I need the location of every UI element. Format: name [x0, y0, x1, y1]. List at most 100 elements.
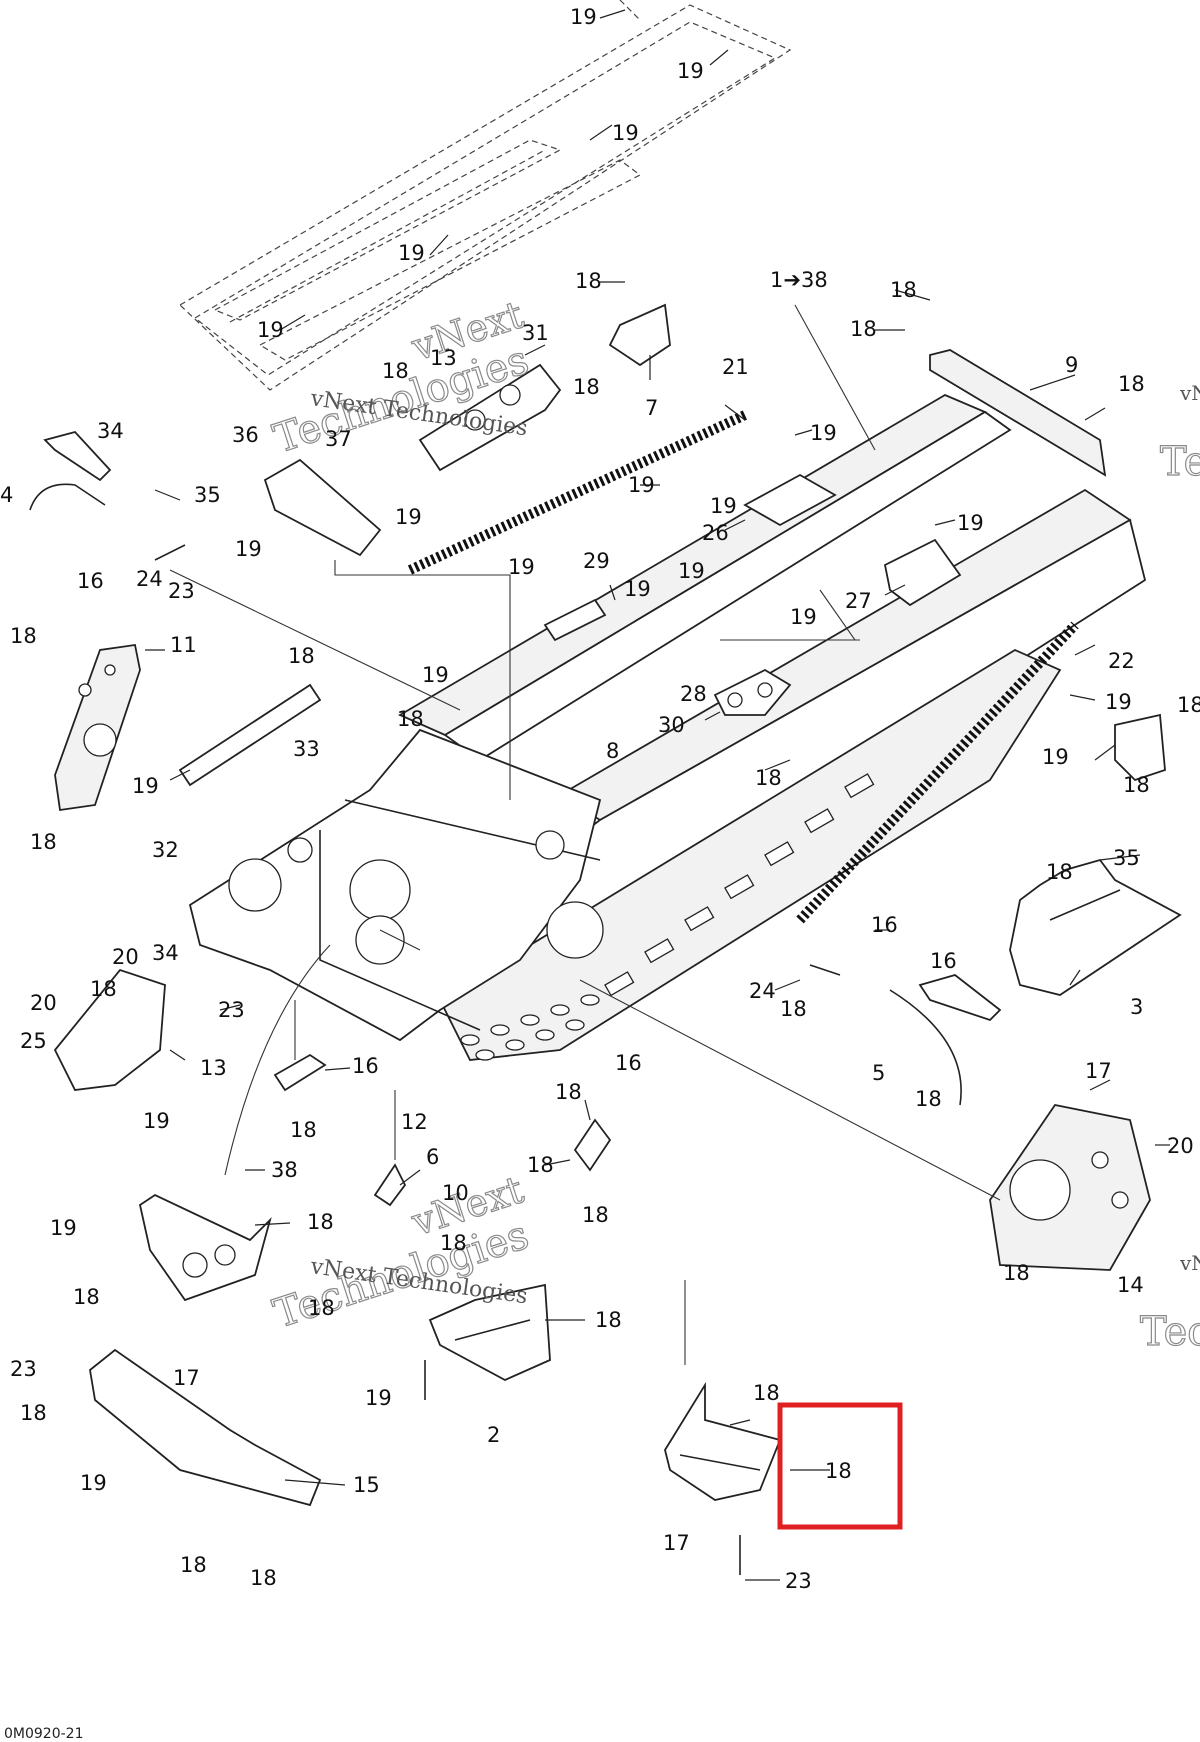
top-cover-panel: [179, 0, 792, 391]
part-27: [883, 538, 962, 607]
callout-label: 5: [872, 1061, 885, 1085]
part-31: [418, 363, 562, 472]
callout-label: 19: [710, 494, 737, 518]
callout-label: 35: [194, 483, 221, 507]
rail-slide-21: [407, 410, 748, 575]
callout-label: 33: [293, 737, 320, 761]
callout-arrow-label: 1➔38: [770, 268, 828, 292]
callout-label: 19: [235, 537, 262, 561]
callout-label: 18: [307, 1210, 334, 1234]
callout-label: 17: [663, 1531, 690, 1555]
callout-label: 18: [582, 1203, 609, 1227]
part-33: [178, 683, 322, 787]
part-2: [89, 1348, 322, 1507]
callout-label: 18: [850, 317, 877, 341]
callout-label: 8: [606, 739, 619, 763]
part-3: [53, 968, 166, 1091]
callout-label: 19: [810, 421, 837, 445]
callout-label: 18: [440, 1231, 467, 1255]
callout-label: 18: [10, 624, 37, 648]
part-36: [263, 458, 382, 557]
callout-label: 18: [90, 977, 117, 1001]
callout-label: 25: [20, 1029, 47, 1053]
callout-label: 18: [753, 1381, 780, 1405]
callout-label: 23: [218, 998, 245, 1022]
callout-label: 2: [487, 1423, 500, 1447]
part-34-right: [918, 974, 1002, 1022]
part-34-left: [43, 430, 112, 482]
callout-label: 31: [522, 321, 549, 345]
main-tunnel-frame: [188, 393, 1147, 1061]
callout-label: 18: [890, 278, 917, 302]
callout-label: 18: [1118, 372, 1145, 396]
callout-label: 18: [915, 1087, 942, 1111]
part-29: [543, 598, 607, 642]
callout-label: 19: [612, 121, 639, 145]
callout-label: 10: [442, 1181, 469, 1205]
callout-label: 27: [845, 589, 872, 613]
part-26: [743, 473, 837, 527]
part-9: [929, 349, 1107, 477]
callout-label: 19: [257, 318, 284, 342]
callout-label: 18: [555, 1080, 582, 1104]
callout-label: 19: [50, 1216, 77, 1240]
part-12: [989, 1104, 1151, 1271]
callout-label: 35: [1113, 846, 1140, 870]
callout-label: 20: [112, 945, 139, 969]
part-5: [889, 989, 962, 1106]
part-14: [428, 1283, 551, 1382]
callout-label: 19: [677, 59, 704, 83]
callout-leaders: [145, 9, 1170, 1581]
callout-label: 18: [1123, 773, 1150, 797]
callout-label: 16: [930, 949, 957, 973]
callout-label: 12: [401, 1110, 428, 1134]
part-30: [713, 668, 792, 716]
callout-label: 18: [382, 359, 409, 383]
part-11: [54, 643, 141, 812]
callout-label: 24: [136, 567, 163, 591]
callout-label: 18: [73, 1285, 100, 1309]
watermark-edge-right-3: vNext: [1179, 381, 1200, 405]
rail-slide-22: [796, 621, 1079, 924]
callout-label: 14: [1117, 1273, 1144, 1297]
callout-label: 18: [397, 707, 424, 731]
callout-label: 7: [645, 396, 658, 420]
callout-label: 19: [80, 1471, 107, 1495]
highlight-box-part-15: [777, 1402, 903, 1530]
callout-label: 18: [290, 1118, 317, 1142]
callout-labels: 19 19 19 19 19 18 18 18 7 18 13 31 18 9 …: [0, 5, 1200, 1593]
callout-label: 37: [325, 427, 352, 451]
callout-label: 19: [395, 505, 422, 529]
part-7: [608, 303, 671, 367]
watermark-edge-right-1: Technologies: [1160, 439, 1200, 485]
callout-label: 19: [508, 555, 535, 579]
callout-label: 18: [288, 644, 315, 668]
callout-label: 32: [152, 838, 179, 862]
callout-label: 16: [352, 1054, 379, 1078]
callout-label: 18: [1003, 1261, 1030, 1285]
watermark-edge-right-2: Technologies: [1140, 1309, 1200, 1355]
callout-label: 20: [30, 991, 57, 1015]
callout-label: 19: [628, 473, 655, 497]
part-8: [1114, 713, 1166, 782]
callout-label: 22: [1108, 649, 1135, 673]
callout-label: 18: [825, 1459, 852, 1483]
callout-label: 19: [957, 511, 984, 535]
assembly-lines: [169, 304, 1001, 1365]
callout-label: 18: [1046, 860, 1073, 884]
callout-label: 19: [1042, 745, 1069, 769]
callout-label: 23: [10, 1357, 37, 1381]
callout-label: 16: [615, 1051, 642, 1075]
callout-label: 18: [30, 830, 57, 854]
callout-label: 15: [353, 1473, 380, 1497]
callout-label: 17: [1085, 1059, 1112, 1083]
callout-label: 26: [702, 521, 729, 545]
callout-label: 18: [780, 997, 807, 1021]
callout-label: 19: [132, 774, 159, 798]
callout-label: 34: [152, 941, 179, 965]
callout-label: 19: [1105, 690, 1132, 714]
callout-label: 38: [271, 1158, 298, 1182]
callout-label: 18: [250, 1566, 277, 1590]
callout-label: 18: [308, 1296, 335, 1320]
